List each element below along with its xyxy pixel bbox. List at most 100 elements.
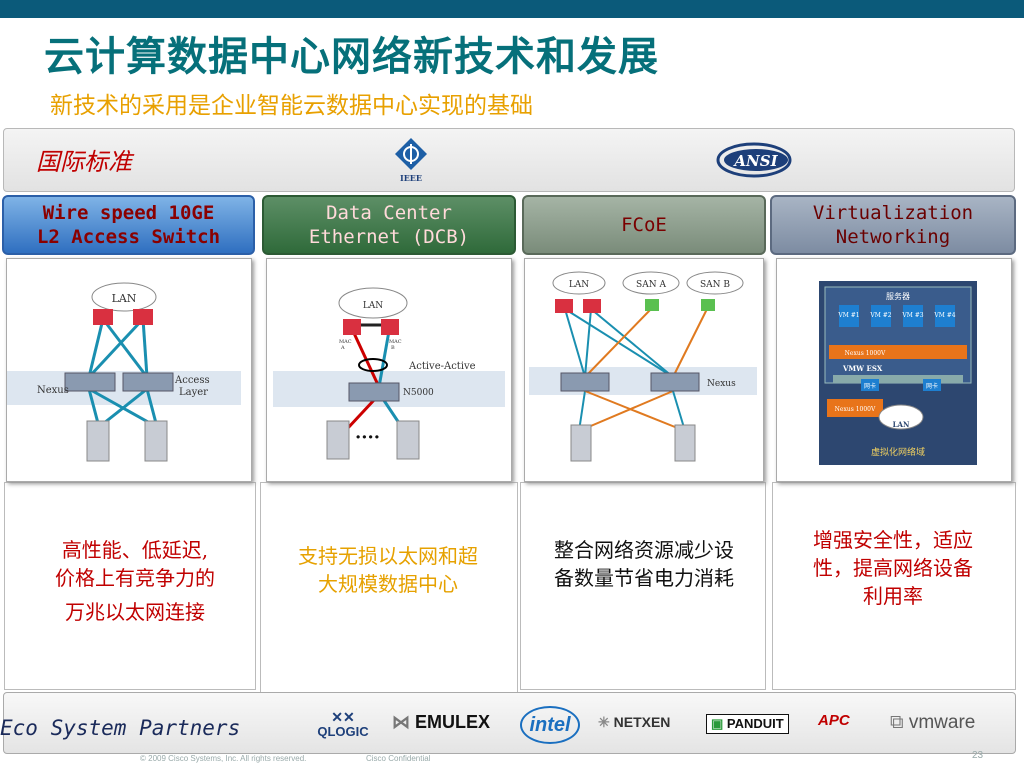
vm-icon [903, 305, 923, 327]
column-header-line: FCoE [621, 214, 667, 236]
column-header-line: Wire speed 10GE [42, 202, 215, 224]
san-a-cloud-label: SAN A [636, 280, 666, 290]
switch-label: Nexus [37, 385, 69, 396]
san-b-cloud-label: SAN B [700, 280, 730, 290]
storage-switch-icon [645, 299, 659, 311]
ansi-logo-text: ANSI [732, 152, 778, 170]
server-icon [674, 424, 696, 462]
description-fcoe: 整合网络资源减少设 备数量节省电力消耗 [522, 536, 766, 592]
ansi-logo: ANSI [716, 142, 792, 178]
netxen-logo-text: NETXEN [613, 714, 671, 730]
standards-label: 国际标准 [36, 148, 132, 176]
diagram-dcb: LAN MAC A MAC B Active-Active N5000 ···· [266, 258, 512, 482]
diagram-fcoe: LAN SAN A SAN B Nexus [524, 258, 764, 482]
vm-icon [839, 305, 859, 327]
panduit-logo-text: PANDUIT [726, 716, 784, 731]
switch-label: N5000 [403, 388, 434, 398]
description-line: 性，提高网络设备 [813, 556, 973, 580]
router-icon [93, 309, 113, 325]
vm-icon [935, 305, 955, 327]
server-label: 服务器 [886, 291, 910, 301]
emulex-mark-icon: ⋈ [392, 712, 410, 732]
footer-copyright: © 2009 Cisco Systems, Inc. All rights re… [140, 754, 307, 763]
standards-bar [3, 128, 1015, 192]
column-body-fcoe [520, 482, 766, 690]
nic-label: 网卡 [864, 382, 876, 390]
intel-logo-text: intel [529, 713, 571, 736]
panduit-mark-icon: ▣ [711, 716, 724, 731]
partners-bar [3, 692, 1016, 754]
description-line: 备数量节省电力消耗 [554, 566, 734, 590]
storage-switch-icon [701, 299, 715, 311]
mac-label: MAC [339, 339, 352, 345]
switch-icon [348, 382, 400, 402]
column-header-line: L2 Access Switch [36, 226, 221, 248]
netxen-logo: ✳ NETXEN [598, 714, 670, 731]
description-line: 支持无损以太网和超 [298, 544, 478, 568]
ieee-logo-text: IEEE [400, 173, 422, 183]
description-line: 大规模数据中心 [318, 572, 458, 596]
router-icon [555, 299, 573, 313]
slide-subtitle: 新技术的采用是企业智能云数据中心实现的基础 [50, 93, 533, 119]
server-icon [396, 420, 420, 460]
column-header-line: Ethernet (DCB) [308, 226, 470, 248]
active-active-label: Active-Active [408, 361, 476, 372]
vm-icon [871, 305, 891, 327]
column-header-line: Data Center [326, 202, 452, 224]
description-line: 利用率 [863, 584, 923, 608]
column-body-virtualization [772, 482, 1016, 690]
vm-label: VM #3 [901, 312, 923, 319]
nexus-1000v-label-b: Nexus 1000V [835, 406, 876, 413]
virtual-network-caption: 虚拟化网络域 [871, 446, 925, 458]
description-virtualization: 增强安全性，适应 性，提高网络设备 利用率 [776, 526, 1010, 610]
qlogic-logo: ✕✕ QLOGIC [317, 709, 369, 739]
page-number: 23 [972, 750, 984, 761]
column-header-line: Networking [835, 226, 951, 248]
router-icon [583, 299, 601, 313]
apc-logo: APC [818, 712, 850, 729]
server-icon [144, 420, 168, 462]
lan-label: LAN [893, 420, 910, 429]
server-icon [326, 420, 350, 460]
vm-label: VM #4 [933, 312, 955, 319]
ieee-logo: IEEE [395, 138, 427, 183]
emulex-logo-text: EMULEX [415, 712, 491, 732]
nic-icon [923, 379, 941, 391]
panduit-logo: ▣ PANDUIT [706, 714, 789, 734]
footer-confidential: Cisco Confidential [366, 754, 431, 763]
diagram-10ge: LAN Nexus Access Layer [6, 258, 252, 482]
vmw-esx-label: VMW ESX [842, 364, 883, 373]
apc-logo-text: APC [818, 712, 850, 729]
nic-icon [861, 379, 879, 391]
mac-label: A [340, 345, 345, 351]
router-icon [133, 309, 153, 325]
vmware-mark-icon: ⧉ [890, 712, 904, 733]
switch-label: Nexus [707, 379, 736, 389]
vmware-logo-text: vmware [908, 712, 976, 733]
switch-icon [650, 372, 700, 392]
switch-icon [64, 372, 116, 392]
top-bar [0, 0, 1024, 18]
emulex-logo: ⋈ EMULEX [392, 712, 490, 733]
vmware-logo: ⧉ vmware [890, 712, 975, 734]
column-header-line: Virtualization [812, 202, 974, 224]
qlogic-logo-text: QLOGIC [317, 724, 369, 739]
mac-label: MAC [389, 339, 402, 345]
description-line: 增强安全性，适应 [813, 528, 973, 552]
description-line: 整合网络资源减少设 [554, 538, 734, 562]
layer-label: Layer [179, 387, 208, 398]
column-header-fcoe: FCoE [522, 195, 766, 255]
nic-label: 网卡 [926, 382, 938, 390]
switch-icon [560, 372, 610, 392]
column-body-10ge [4, 482, 256, 690]
intel-logo: intel [520, 706, 580, 744]
vm-label: VM #1 [837, 312, 859, 319]
partners-label: Eco System Partners [0, 716, 241, 740]
description-line: 价格上有竞争力的 [55, 566, 215, 590]
description-line: 高性能、低延迟, [61, 538, 209, 562]
router-icon [343, 319, 361, 335]
vm-label: VM #2 [869, 312, 891, 319]
